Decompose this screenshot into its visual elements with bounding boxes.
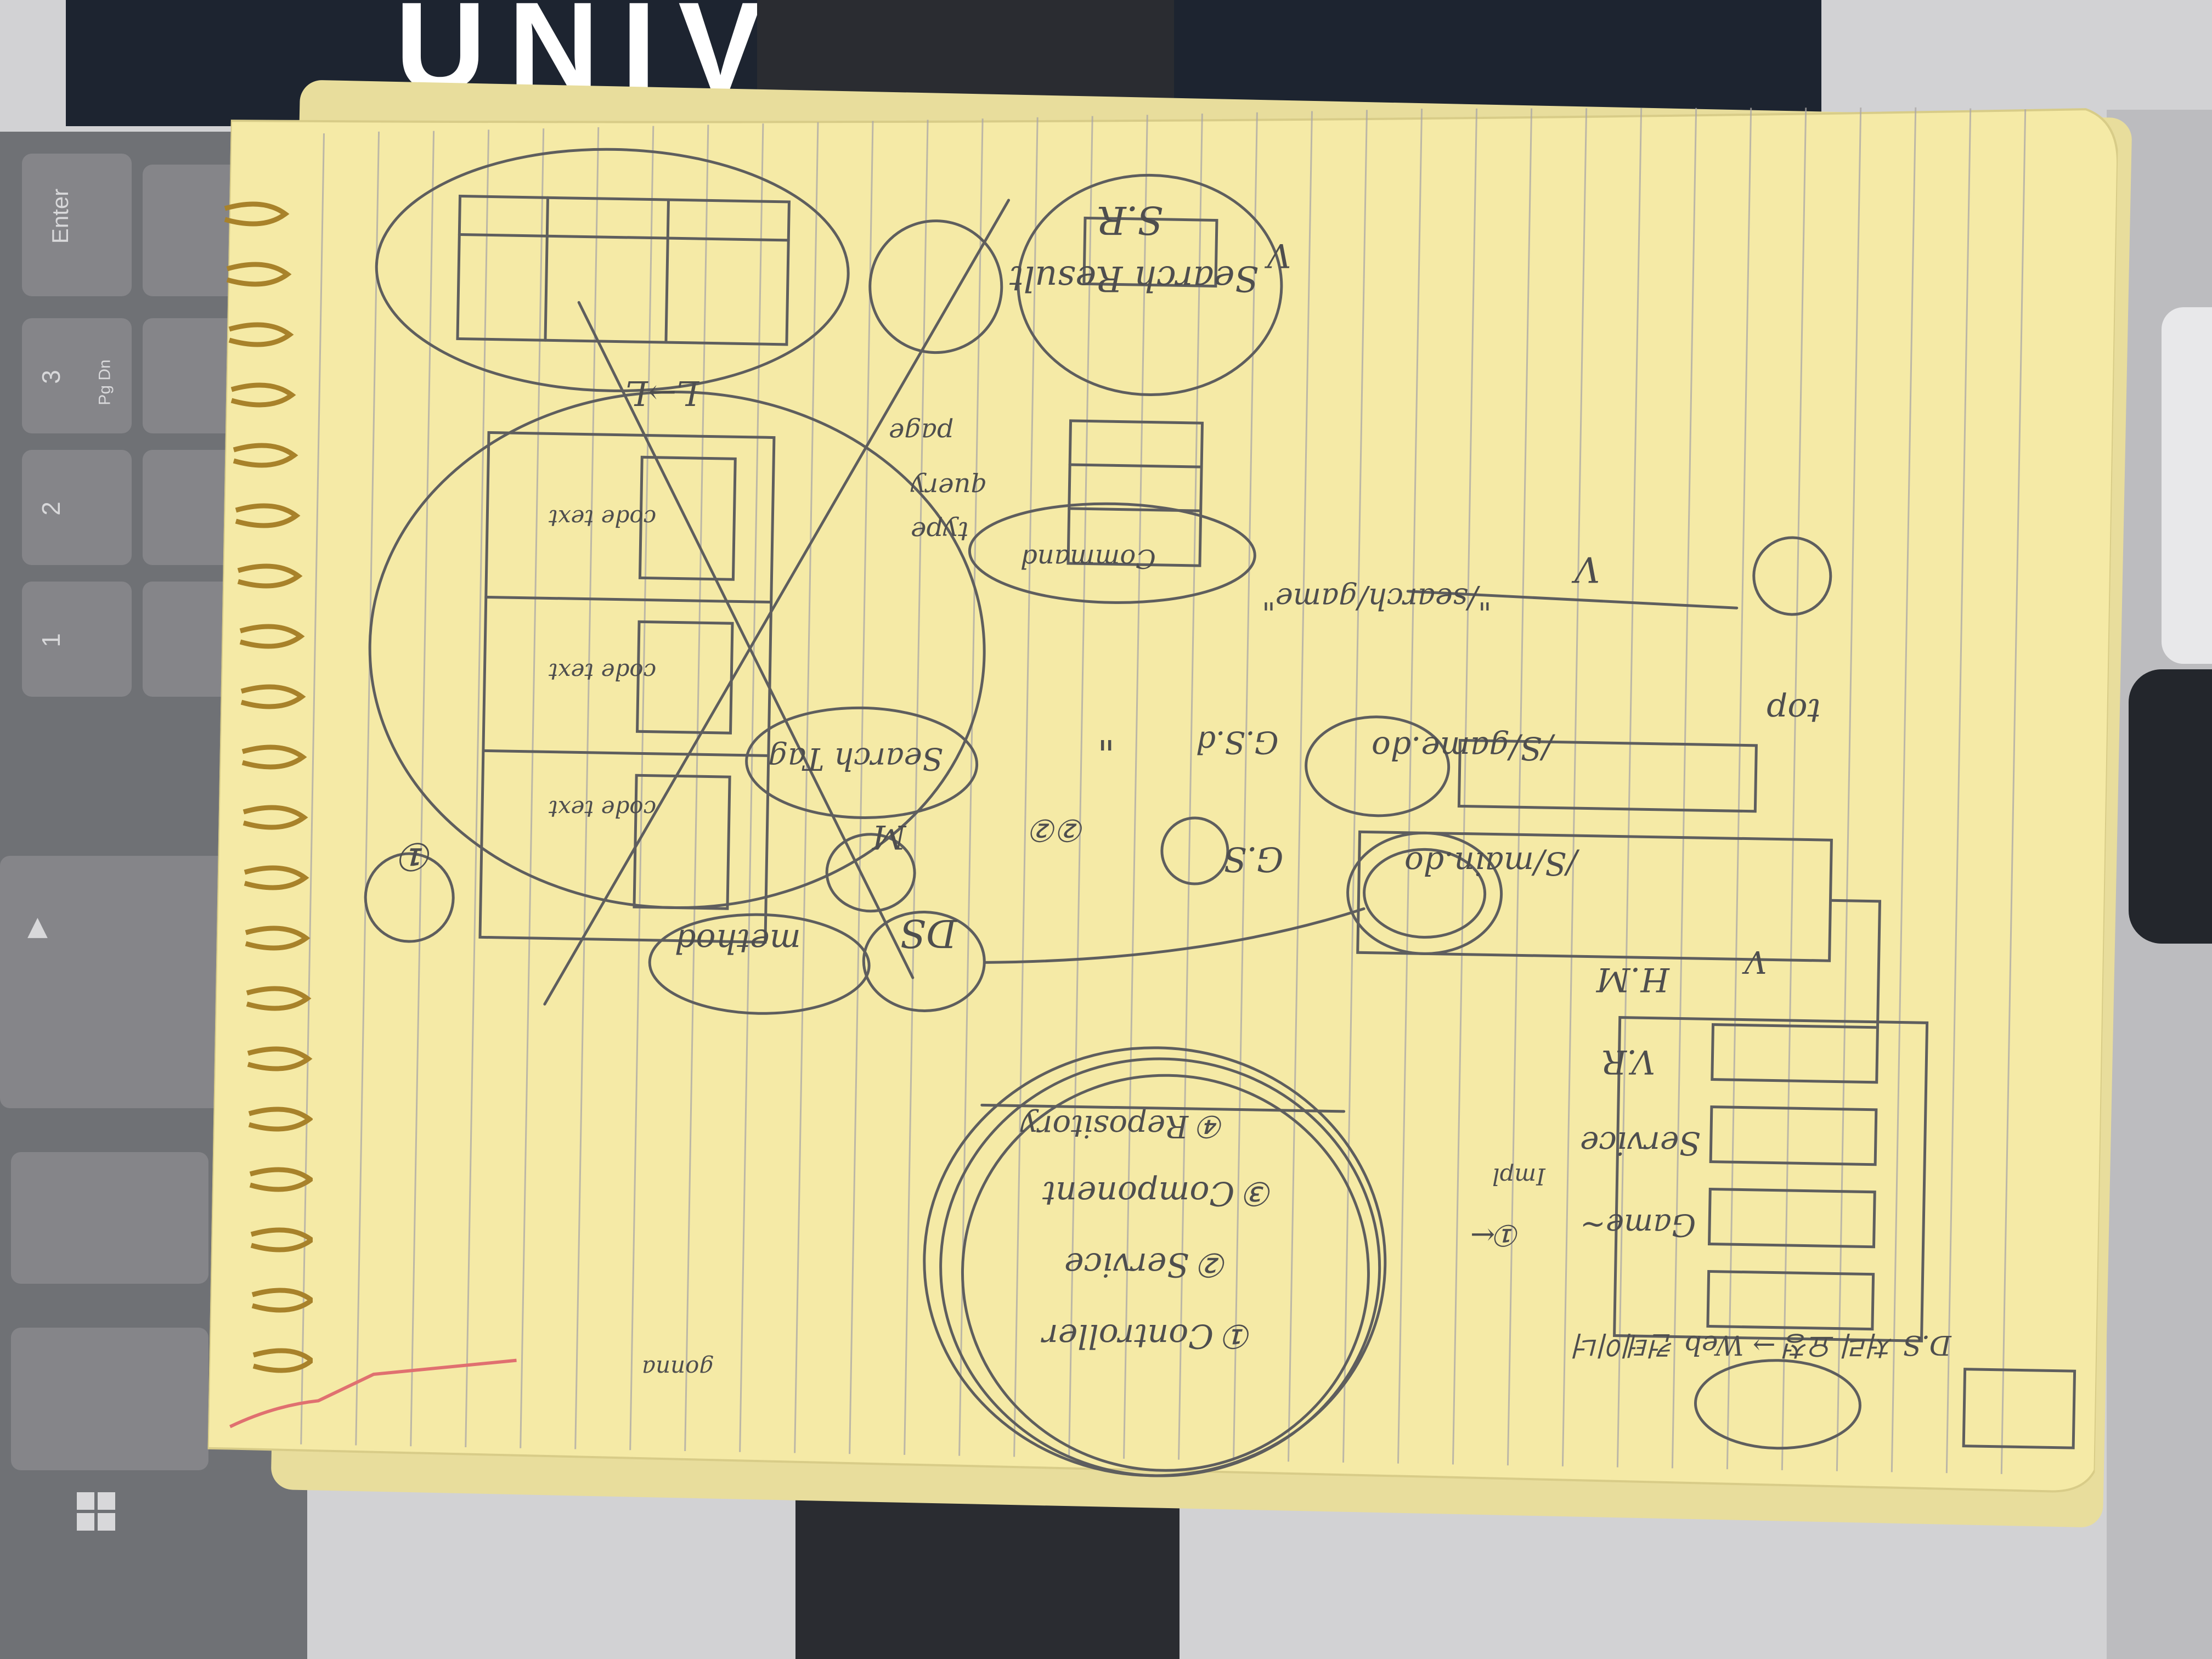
- notebook-page: [207, 66, 2119, 1503]
- key-bottom-a: [11, 1152, 208, 1284]
- note-query: query: [911, 472, 988, 503]
- note-ds-caption: D.S 처리 요청 → Web 컨테이너: [1575, 1329, 1951, 1361]
- key-arrow-block: [0, 856, 230, 1108]
- note-code-text-1: code text: [549, 505, 657, 532]
- spiral-binding: [214, 198, 313, 1404]
- note-vr: V.R: [1602, 1042, 1656, 1081]
- note-sr: S.R: [1097, 198, 1164, 242]
- note-type: type: [911, 516, 969, 546]
- windows-key-icon: [77, 1492, 115, 1531]
- note-search-game: "/search/game": [1262, 582, 1492, 616]
- note-list-repository: ④ Repository: [1020, 1108, 1226, 1144]
- note-code-text-3: code text: [549, 795, 657, 822]
- note-circle-two: ②②: [1031, 812, 1087, 848]
- key-row2-d: [143, 165, 241, 296]
- key-three: [22, 318, 132, 433]
- note-gonna: gonna: [642, 1355, 714, 1382]
- key-arrow-up-icon: ▲: [27, 911, 48, 941]
- key-two: [22, 450, 132, 565]
- note-hm: H.M: [1596, 960, 1669, 998]
- white-object-right: [2162, 307, 2212, 664]
- note-circle-one-left: ①: [400, 834, 435, 879]
- note-search-result: Search Result: [1009, 258, 1259, 298]
- note-impl: Impl: [1492, 1163, 1545, 1190]
- note-command: Command: [1020, 543, 1156, 574]
- note-quote-mark: ": [1097, 713, 1115, 758]
- note-list-controller: ① Controller: [1042, 1317, 1254, 1355]
- note-v-right: V: [1745, 944, 1767, 979]
- key-row2-a: [143, 318, 241, 433]
- note-code-text-2: code text: [549, 658, 657, 685]
- note-method: method: [675, 922, 801, 960]
- note-list-service: ② Service: [1064, 1245, 1229, 1284]
- note-list-component: ③ Component: [1042, 1174, 1275, 1212]
- key-bottom-b: [11, 1328, 208, 1470]
- key-one: [22, 582, 132, 697]
- note-page: page: [889, 417, 954, 448]
- note-gs: G.S: [1223, 839, 1284, 879]
- key-enter: [22, 154, 132, 296]
- note-gsd: G.S.d: [1196, 724, 1279, 760]
- notebook-drawing: [207, 107, 2119, 1493]
- note-game: Game~: [1580, 1207, 1696, 1243]
- note-circle-v: V: [1575, 549, 1600, 589]
- black-object-right: [2129, 669, 2212, 944]
- note-v-top: V: [1267, 236, 1291, 274]
- note-main-do: /S/main.do: [1404, 845, 1577, 882]
- note-search-tag: Search Tag: [768, 741, 944, 776]
- note-gs-do: /S/game.do: [1372, 730, 1553, 767]
- note-m: M: [872, 817, 906, 856]
- note-circle-one-right: ①←: [1470, 1218, 1522, 1252]
- note-service: Service: [1580, 1125, 1701, 1162]
- pencil-sketches: [364, 148, 2076, 1477]
- note-ds: DS: [900, 911, 957, 956]
- note-top: top: [1767, 691, 1821, 730]
- note-l-to-l: L→L: [625, 373, 699, 413]
